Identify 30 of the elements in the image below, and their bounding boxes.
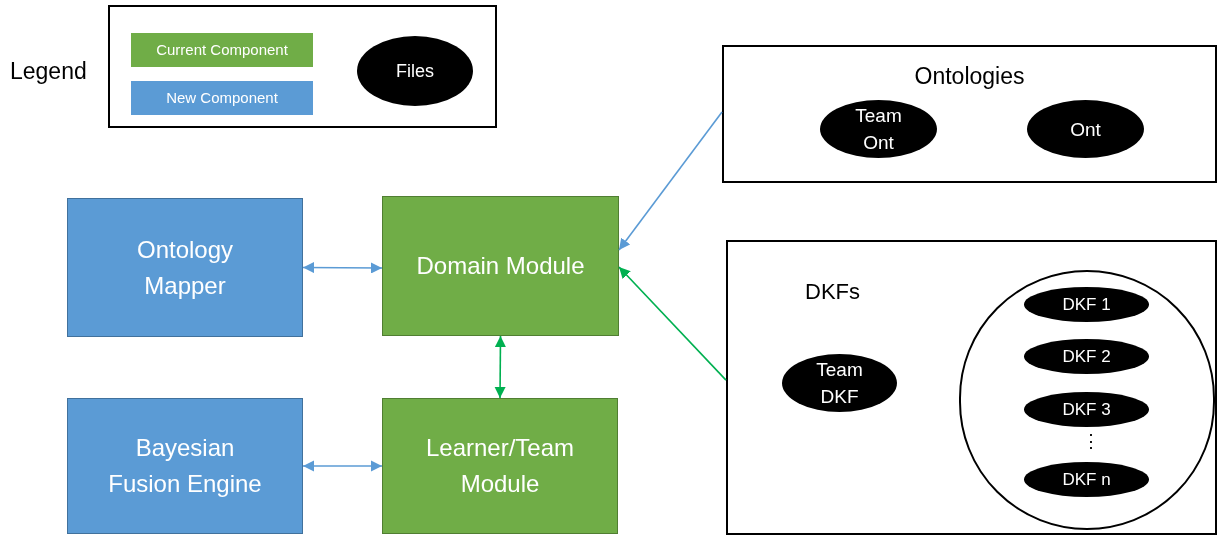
node-label: DKF 1	[1062, 293, 1111, 316]
legend-swatch: Current Component	[131, 33, 313, 67]
node-label: DKF 3	[1062, 398, 1111, 421]
file-ellipse	[1024, 287, 1149, 322]
ellipsis-label: ⋮	[1082, 430, 1100, 452]
node-label: Ontologies	[914, 62, 1025, 91]
arrow	[302, 261, 383, 274]
node-label: Ont	[1069, 117, 1102, 142]
node-label: DKFs	[805, 278, 860, 306]
arrow	[494, 335, 506, 399]
current-component-box	[382, 196, 619, 336]
node-label: DKF 2	[1062, 345, 1111, 368]
current-component-box	[382, 398, 618, 534]
legend-title: Legend	[10, 57, 87, 86]
arrow	[618, 266, 727, 381]
node-label: Domain Module	[415, 251, 586, 281]
node-label: Team DKF	[815, 358, 864, 409]
ontologies-panel	[722, 45, 1217, 183]
new-component-box	[67, 198, 303, 337]
new-component-box	[67, 398, 303, 534]
node-label: Learner/Team Module	[424, 433, 576, 499]
node-label: Team Ont	[854, 104, 903, 155]
arrow	[618, 111, 723, 251]
dkf-panel	[726, 240, 1217, 535]
arrow	[302, 460, 383, 472]
node-label: Bayesian Fusion Engine	[107, 433, 263, 499]
legend-swatch: New Component	[131, 81, 313, 115]
node-label: Ontology Mapper	[135, 234, 235, 301]
node-label: DKF n	[1062, 468, 1111, 491]
legend-file-ellipse: Files	[357, 36, 473, 106]
